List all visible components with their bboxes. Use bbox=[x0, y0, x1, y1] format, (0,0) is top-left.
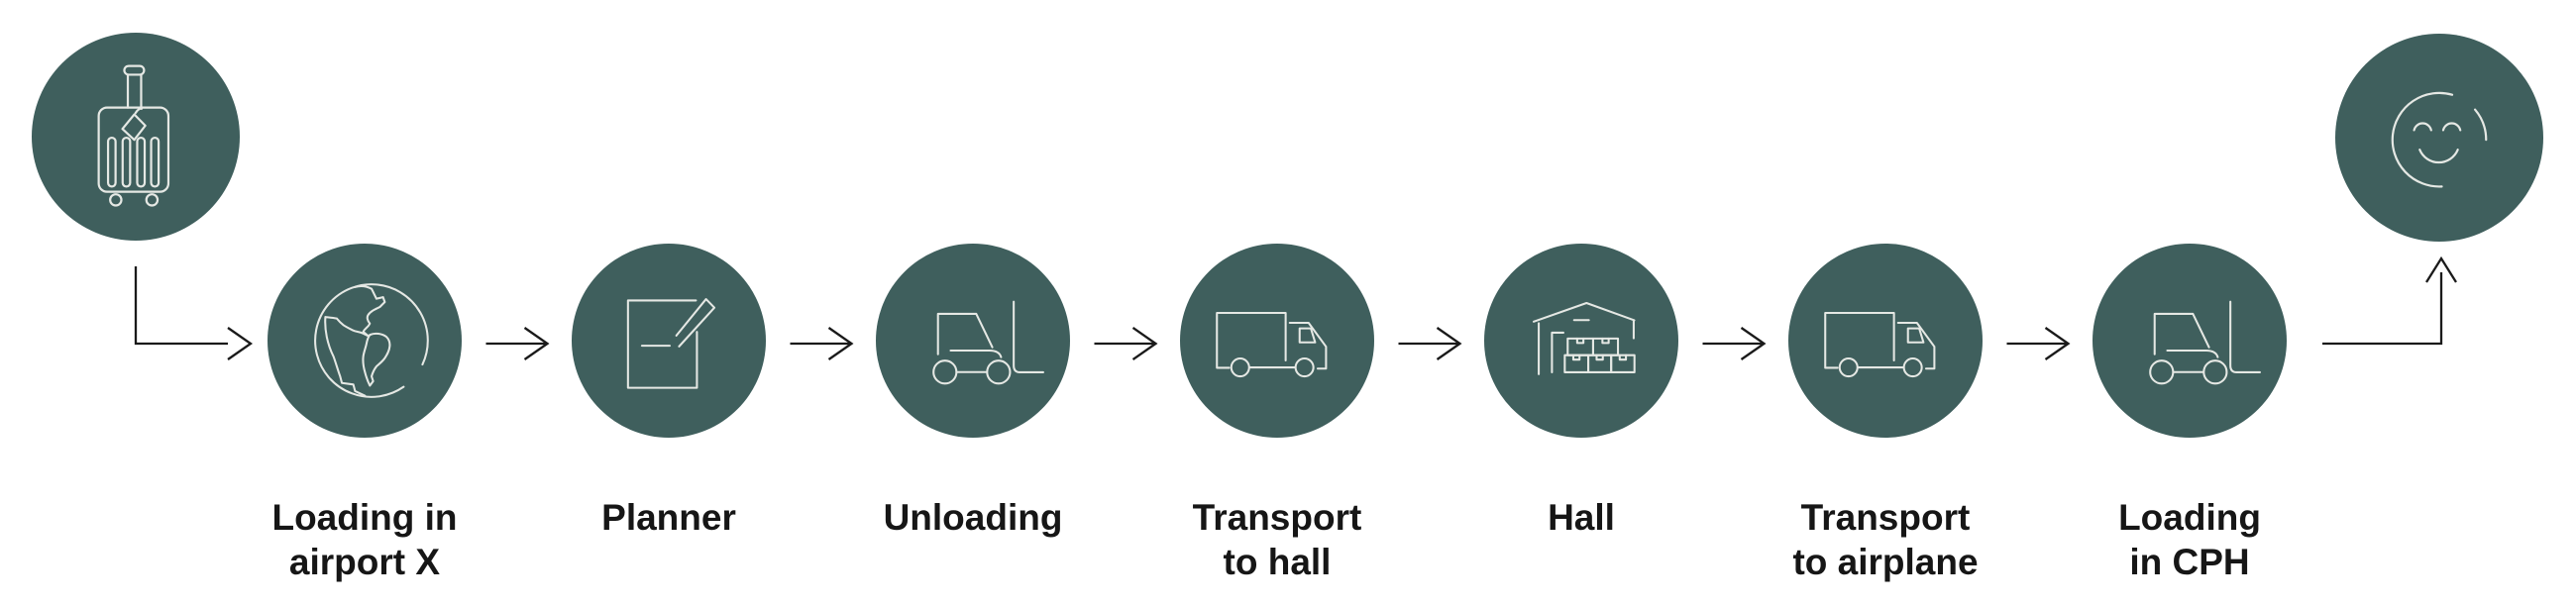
node-circle bbox=[1788, 244, 1983, 438]
step-label-unloading: Unloading bbox=[883, 497, 1063, 538]
node-circle bbox=[2335, 34, 2543, 242]
node-happy-arrival-graphic bbox=[2335, 34, 2543, 242]
node-circle bbox=[2093, 244, 2287, 438]
node-planner-graphic bbox=[572, 244, 766, 438]
node-happy-arrival bbox=[2335, 34, 2543, 242]
node-transport-to-hall bbox=[1180, 244, 1374, 438]
node-transport-to-airplane-graphic bbox=[1788, 244, 1983, 438]
node-hall bbox=[1484, 244, 1678, 438]
arrow-transport-airplane-to-loading-cph bbox=[2006, 327, 2071, 360]
node-circle bbox=[1180, 244, 1374, 438]
arrow-unloading-to-transport-hall bbox=[1094, 327, 1158, 360]
node-transport-to-airplane bbox=[1788, 244, 1983, 438]
node-baggage-graphic bbox=[32, 33, 240, 241]
arrow-hall-to-transport-airplane bbox=[1702, 327, 1767, 360]
node-unloading bbox=[876, 244, 1070, 438]
arrow-loading-cph-to-arrival bbox=[2322, 255, 2457, 346]
arrow-loading-to-planner bbox=[485, 327, 550, 360]
node-loading-in-cph-graphic bbox=[2093, 244, 2287, 438]
node-circle bbox=[876, 244, 1070, 438]
node-baggage bbox=[32, 33, 240, 241]
step-label-loading-in-cph: Loading in CPH bbox=[2118, 497, 2261, 582]
step-label-loading-airport-x: Loading in airport X bbox=[271, 497, 458, 582]
node-circle bbox=[268, 244, 462, 438]
step-label-transport-to-hall: Transport to hall bbox=[1192, 497, 1362, 582]
node-loading-airport-x bbox=[268, 244, 462, 438]
node-loading-in-cph bbox=[2093, 244, 2287, 438]
step-label-planner: Planner bbox=[601, 497, 736, 538]
arrow-baggage-to-loading bbox=[134, 266, 254, 360]
node-transport-to-hall-graphic bbox=[1180, 244, 1374, 438]
node-circle bbox=[1484, 244, 1678, 438]
node-unloading-graphic bbox=[876, 244, 1070, 438]
step-label-hall: Hall bbox=[1548, 497, 1615, 538]
node-loading-airport-x-graphic bbox=[268, 244, 462, 438]
arrow-planner-to-unloading bbox=[790, 327, 854, 360]
node-planner bbox=[572, 244, 766, 438]
node-circle bbox=[572, 244, 766, 438]
node-hall-graphic bbox=[1484, 244, 1678, 438]
step-label-transport-to-airplane: Transport to airplane bbox=[1792, 497, 1979, 582]
arrow-transport-hall-to-hall bbox=[1398, 327, 1462, 360]
